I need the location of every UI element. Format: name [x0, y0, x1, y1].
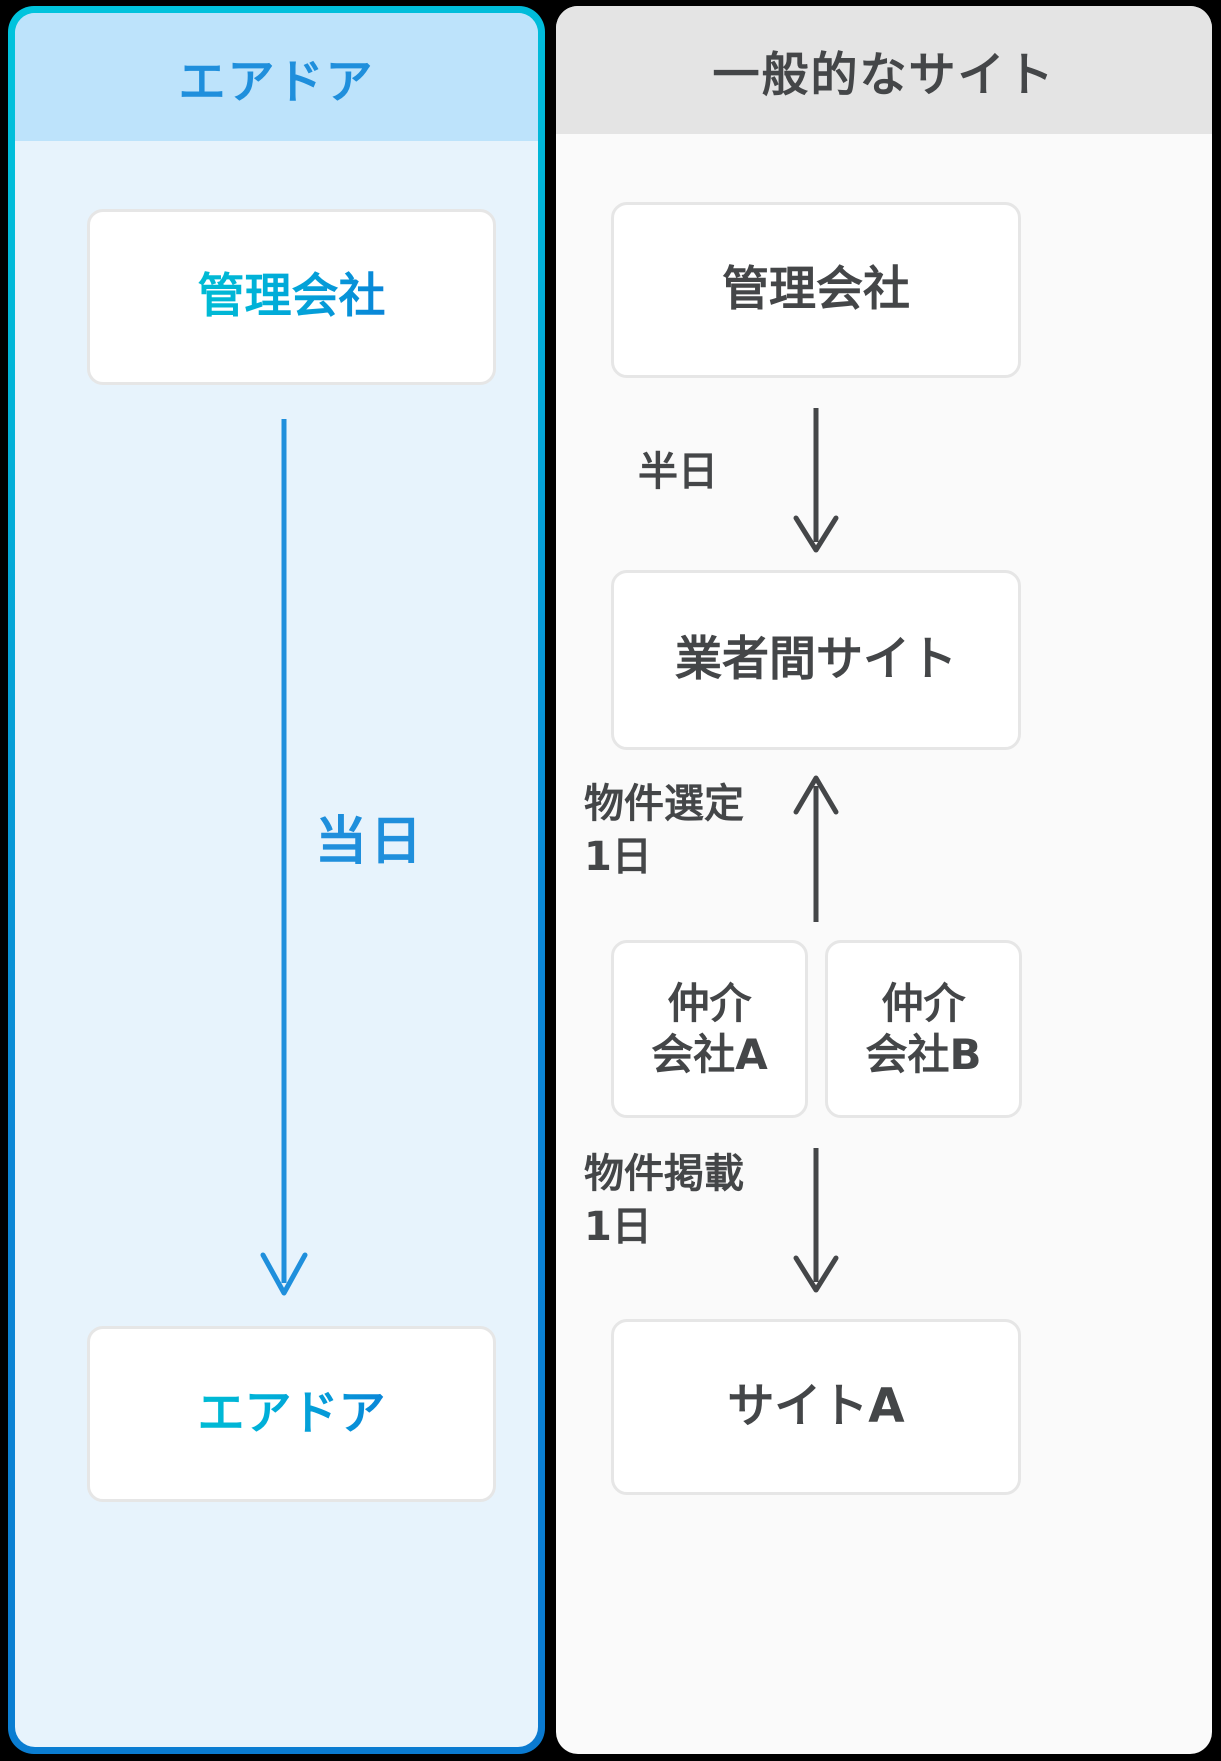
arrow-label-bukken-keisai: 物件掲載 1日	[584, 1151, 744, 1250]
panel-airdoor: エアドア 管理会社 当日 エアドア	[8, 6, 545, 1754]
arrow-bukken-keisai-down-icon	[793, 1148, 839, 1293]
node-chukai-gaisha-a: 仲介 会社A	[611, 940, 808, 1118]
node-gyosha-kan-site: 業者間サイト	[611, 570, 1021, 750]
node-airdoor-kanri-gaisha: 管理会社	[87, 209, 496, 385]
arrow-hannichi-down-icon	[793, 408, 839, 553]
panel-airdoor-inner: エアドア 管理会社 当日 エアドア	[15, 13, 538, 1747]
node-generic-kanri-gaisha: 管理会社	[611, 202, 1021, 378]
panel-airdoor-header: エアドア	[15, 13, 538, 141]
panel-generic-header: 一般的なサイト	[556, 6, 1212, 134]
node-label: 仲介 会社A	[651, 978, 768, 1079]
arrow-label-tojitsu: 当日	[315, 812, 426, 872]
node-label: 管理会社	[197, 269, 386, 325]
node-label: 業者間サイト	[675, 632, 957, 688]
node-label: 仲介 会社B	[865, 978, 982, 1079]
panel-generic-title: 一般的なサイト	[712, 47, 1056, 103]
arrow-label-hannichi: 半日	[638, 449, 718, 495]
node-label: 管理会社	[722, 262, 910, 318]
arrow-airdoor-down-icon	[260, 419, 308, 1296]
node-chukai-gaisha-b: 仲介 会社B	[825, 940, 1022, 1118]
panel-generic-site: 一般的なサイト 管理会社 半日 業者間サイト 物件選定 1日 仲介 会社A 仲介…	[556, 6, 1212, 1754]
node-airdoor-service: エアドア	[87, 1326, 496, 1502]
arrow-bukken-sentei-up-icon	[793, 775, 839, 922]
node-label: サイトA	[727, 1379, 905, 1435]
arrow-label-bukken-sentei: 物件選定 1日	[584, 781, 744, 880]
node-site-a: サイトA	[611, 1319, 1021, 1495]
panel-airdoor-title: エアドア	[178, 54, 375, 110]
node-label: エアドア	[197, 1386, 386, 1442]
